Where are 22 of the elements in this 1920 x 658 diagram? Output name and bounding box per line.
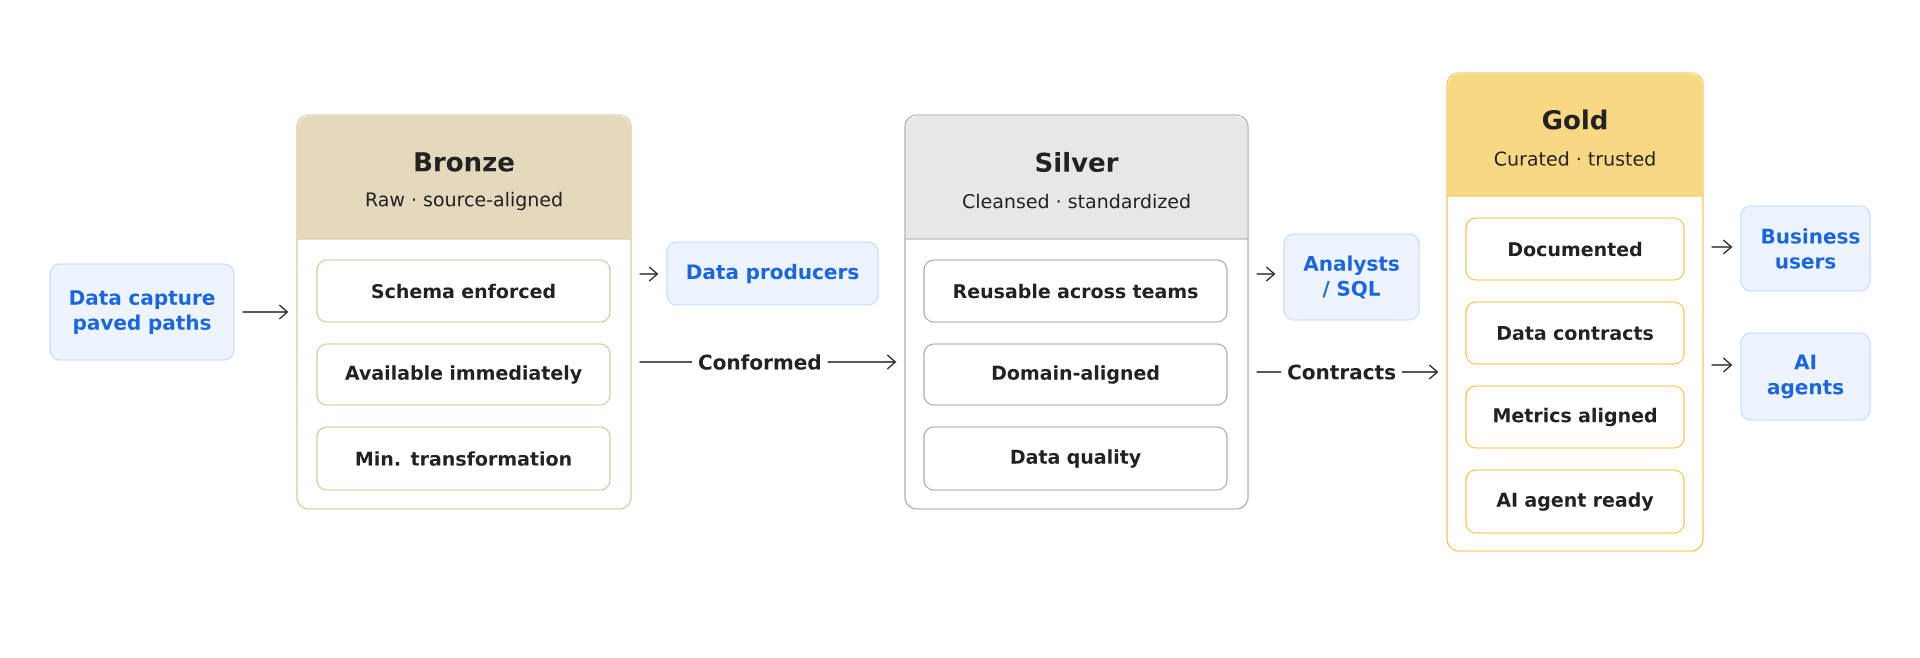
feature-box: Data quality bbox=[923, 426, 1228, 491]
arrow bbox=[1710, 239, 1733, 255]
feature-box: Metrics aligned bbox=[1465, 385, 1685, 449]
feature-box: Schema enforced bbox=[316, 259, 611, 323]
feature-box: AI agent ready bbox=[1465, 469, 1685, 534]
feature-box: Available immediately bbox=[316, 343, 611, 406]
audience-box: Data producers bbox=[666, 241, 879, 306]
feature-box: Documented bbox=[1465, 217, 1685, 281]
arrow bbox=[1255, 266, 1276, 282]
audience-box: Data capture paved paths bbox=[49, 263, 235, 361]
feature-box: Domain-aligned bbox=[923, 343, 1228, 406]
audience-box: Business users bbox=[1740, 205, 1871, 292]
feature-box: Min. transformation bbox=[316, 426, 611, 491]
feature-box: Data contracts bbox=[1465, 301, 1685, 365]
audience-box: AI agents bbox=[1740, 332, 1871, 421]
edge-label: Conformed bbox=[692, 348, 828, 376]
feature-box: Reusable across teams bbox=[923, 259, 1228, 323]
audience-box: Analysts / SQL bbox=[1283, 233, 1420, 321]
arrow bbox=[1710, 357, 1733, 373]
arrow bbox=[241, 304, 289, 320]
edge-label: Contracts bbox=[1281, 358, 1403, 386]
arrow bbox=[638, 266, 659, 282]
